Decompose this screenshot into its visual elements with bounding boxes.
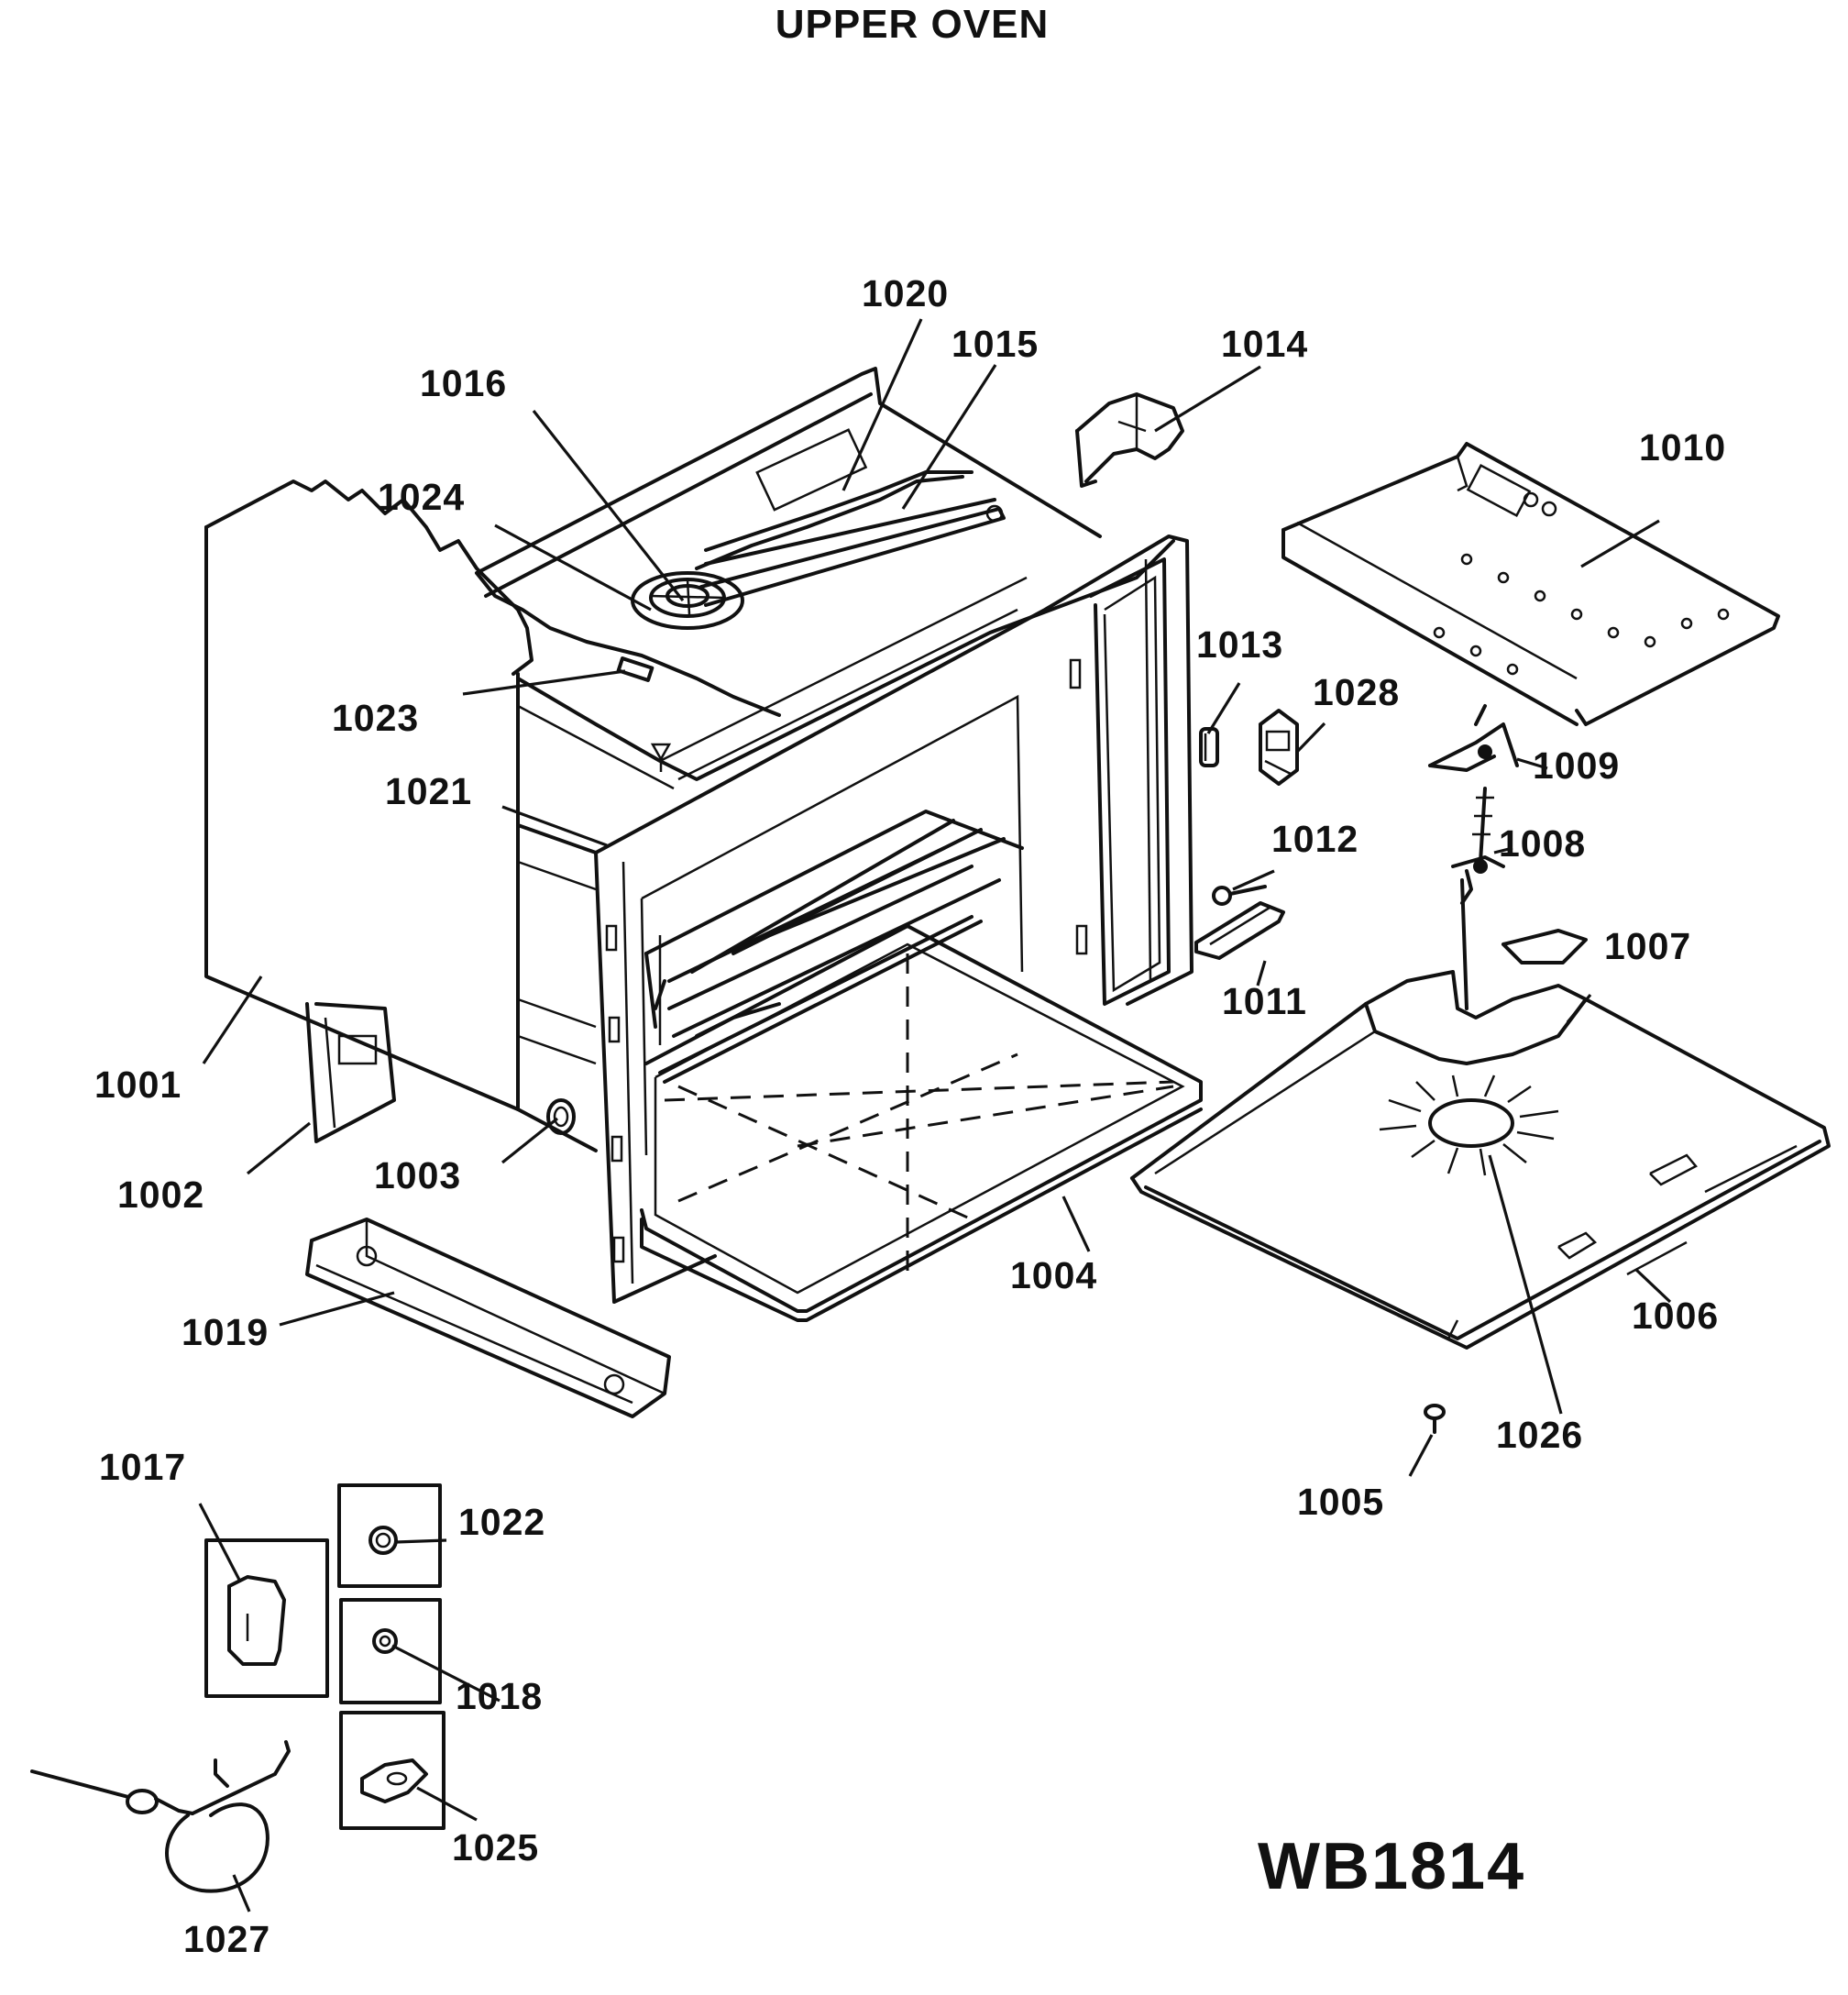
part-label-1012: 1012 [1271,818,1359,860]
part-label-1001: 1001 [94,1064,182,1106]
part-label-1019: 1019 [182,1311,270,1353]
part-label-1006: 1006 [1632,1295,1720,1337]
part-label-1007: 1007 [1604,925,1692,967]
screw-1012 [1212,885,1267,906]
part-label-1013: 1013 [1196,623,1284,666]
side-bracket-1002 [305,1002,396,1143]
part-label-1026: 1026 [1496,1414,1584,1456]
sensor-probe-1027 [30,1740,291,1893]
part-label-1025: 1025 [452,1826,540,1868]
side-knob-1003 [546,1098,576,1135]
part-label-1014: 1014 [1221,323,1309,365]
burner-tray-1006 [1130,998,1831,1350]
bracket-1014 [1075,392,1184,488]
part-label-1011: 1011 [1222,980,1307,1022]
part-label-1005: 1005 [1297,1481,1385,1523]
part-label-1018: 1018 [456,1675,544,1717]
part-label-1017: 1017 [99,1446,187,1488]
baffle-1007 [1364,878,1588,1065]
clip-1013 [1199,727,1219,767]
part-label-1002: 1002 [117,1174,205,1216]
knob-box-1017 [204,1538,329,1698]
oven-cavity-body [475,367,1194,1304]
part-label-1027: 1027 [183,1918,271,1960]
part-label-1020: 1020 [862,272,950,314]
panel-holes [1433,553,1730,676]
burner-bracket-1011 [1194,901,1285,960]
ignitor-assembly-1009 [1428,704,1519,772]
part-label-1015: 1015 [952,323,1040,365]
ignitor-stem-1008 [1451,787,1505,905]
bolt-1005 [1424,1404,1446,1434]
part-label-1022: 1022 [458,1501,546,1543]
front-trim-1019 [305,1218,671,1418]
leader-lines [198,318,1672,1912]
part-label-1009: 1009 [1533,744,1621,787]
control-panel-1010 [1282,442,1780,726]
part-label-1008: 1008 [1499,822,1587,865]
gasket-box-1025 [339,1711,446,1830]
oven-racks [644,810,1024,1084]
insulation-blanket-1001 [204,479,534,1111]
oven-bottom-pan-1004 [640,924,1203,1322]
diagram-title: UPPER OVEN [775,2,1050,47]
part-label-1024: 1024 [378,476,466,518]
switch-1028 [1259,709,1299,786]
part-label-1010: 1010 [1639,426,1727,468]
part-label-1021: 1021 [385,770,473,812]
diagram-code: WB1814 [1258,1830,1526,1903]
part-label-1004: 1004 [1010,1254,1098,1296]
burner-ports [1379,1075,1559,1176]
bushing-box-1018 [339,1598,442,1704]
part-label-1016: 1016 [420,362,508,404]
bushing-box-1022 [337,1483,442,1588]
part-label-1023: 1023 [332,697,420,739]
part-label-1028: 1028 [1313,671,1401,713]
part-label-1003: 1003 [374,1154,462,1196]
